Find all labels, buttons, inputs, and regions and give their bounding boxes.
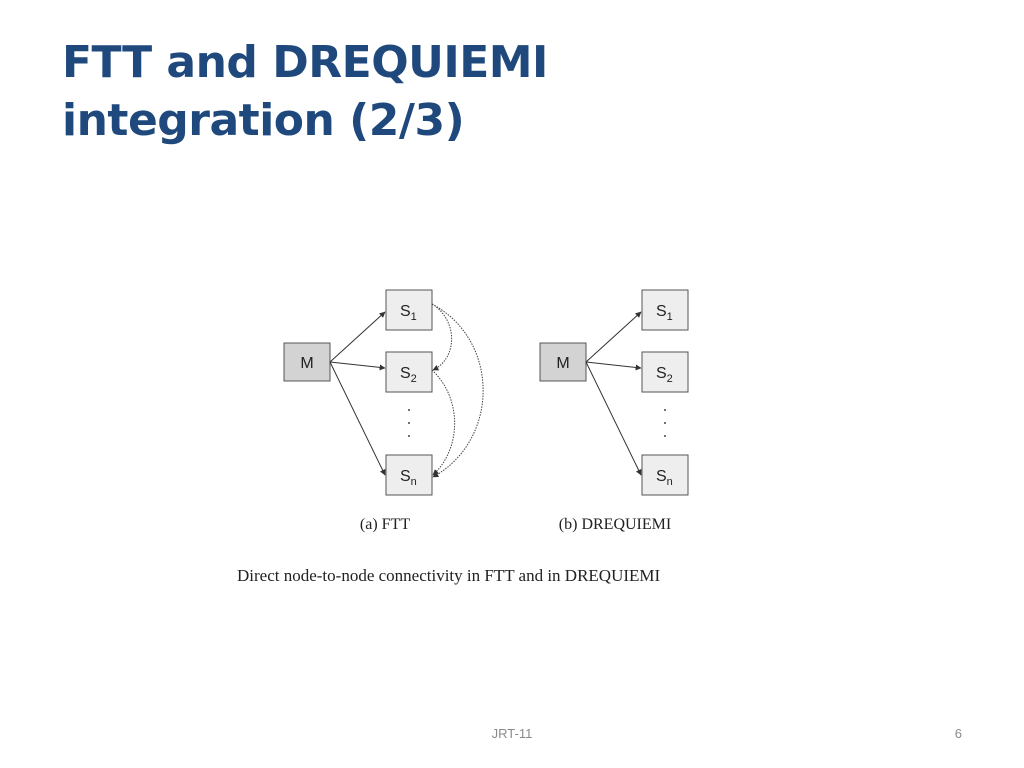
slide-title-line1: FTT and DREQUIEMI xyxy=(62,37,548,88)
svg-text:S2: S2 xyxy=(400,365,417,385)
drequiemi-master-arrows xyxy=(585,311,642,476)
drequiemi-slave-1-prefix: S xyxy=(656,303,667,320)
drequiemi-slave-node-1: S1 xyxy=(641,289,689,331)
drequiemi-slave-2-prefix: S xyxy=(656,365,667,382)
ftt-slave-n-subscript: n xyxy=(411,476,417,488)
ftt-slave-2-subscript: 2 xyxy=(411,373,417,385)
drequiemi-slave-node-n: Sn xyxy=(641,454,689,496)
slide-title-line2: integration (2/3) xyxy=(62,95,465,146)
svg-text:S2: S2 xyxy=(656,365,673,385)
ftt-slave-node-n: Sn xyxy=(385,454,433,496)
svg-text:S1: S1 xyxy=(656,303,673,323)
ftt-slave-n-prefix: S xyxy=(400,468,411,485)
drequiemi-slave-n-subscript: n xyxy=(667,476,673,488)
diagram-ftt: M S1 S2 Sn xyxy=(283,289,484,496)
svg-text:S1: S1 xyxy=(400,303,417,323)
slide-title: FTT and DREQUIEMI integration (2/3) xyxy=(62,34,962,150)
figure-caption: Direct node-to-node connectivity in FTT … xyxy=(237,566,661,585)
ftt-slave-1-prefix: S xyxy=(400,303,411,320)
drequiemi-slave-2-subscript: 2 xyxy=(667,373,673,385)
ftt-slave-node-2: S2 xyxy=(385,351,433,393)
page-number: 6 xyxy=(954,726,962,741)
drequiemi-slave-n-prefix: S xyxy=(656,468,667,485)
drequiemi-ellipsis xyxy=(664,409,666,437)
ftt-slave-node-1: S1 xyxy=(385,289,433,331)
drequiemi-master-node: M xyxy=(539,342,587,382)
ftt-ellipsis xyxy=(408,409,410,437)
diagram-drequiemi: M S1 S2 Sn xyxy=(539,289,689,496)
svg-text:Sn: Sn xyxy=(400,468,417,488)
ftt-master-node: M xyxy=(283,342,331,382)
svg-text:Sn: Sn xyxy=(656,468,673,488)
footer-text: JRT-11 xyxy=(491,726,533,741)
caption-drequiemi: (b) DREQUIEMI xyxy=(559,516,671,533)
connectivity-diagram: M S1 S2 Sn xyxy=(237,289,689,585)
drequiemi-master-label: M xyxy=(556,355,569,372)
drequiemi-slave-node-2: S2 xyxy=(641,351,689,393)
drequiemi-slave-1-subscript: 1 xyxy=(667,311,673,323)
ftt-slave-2-prefix: S xyxy=(400,365,411,382)
ftt-slave-arrows xyxy=(431,303,484,478)
caption-ftt: (a) FTT xyxy=(360,516,410,533)
ftt-master-arrows xyxy=(329,311,386,476)
ftt-slave-1-subscript: 1 xyxy=(411,311,417,323)
ftt-master-label: M xyxy=(300,355,313,372)
